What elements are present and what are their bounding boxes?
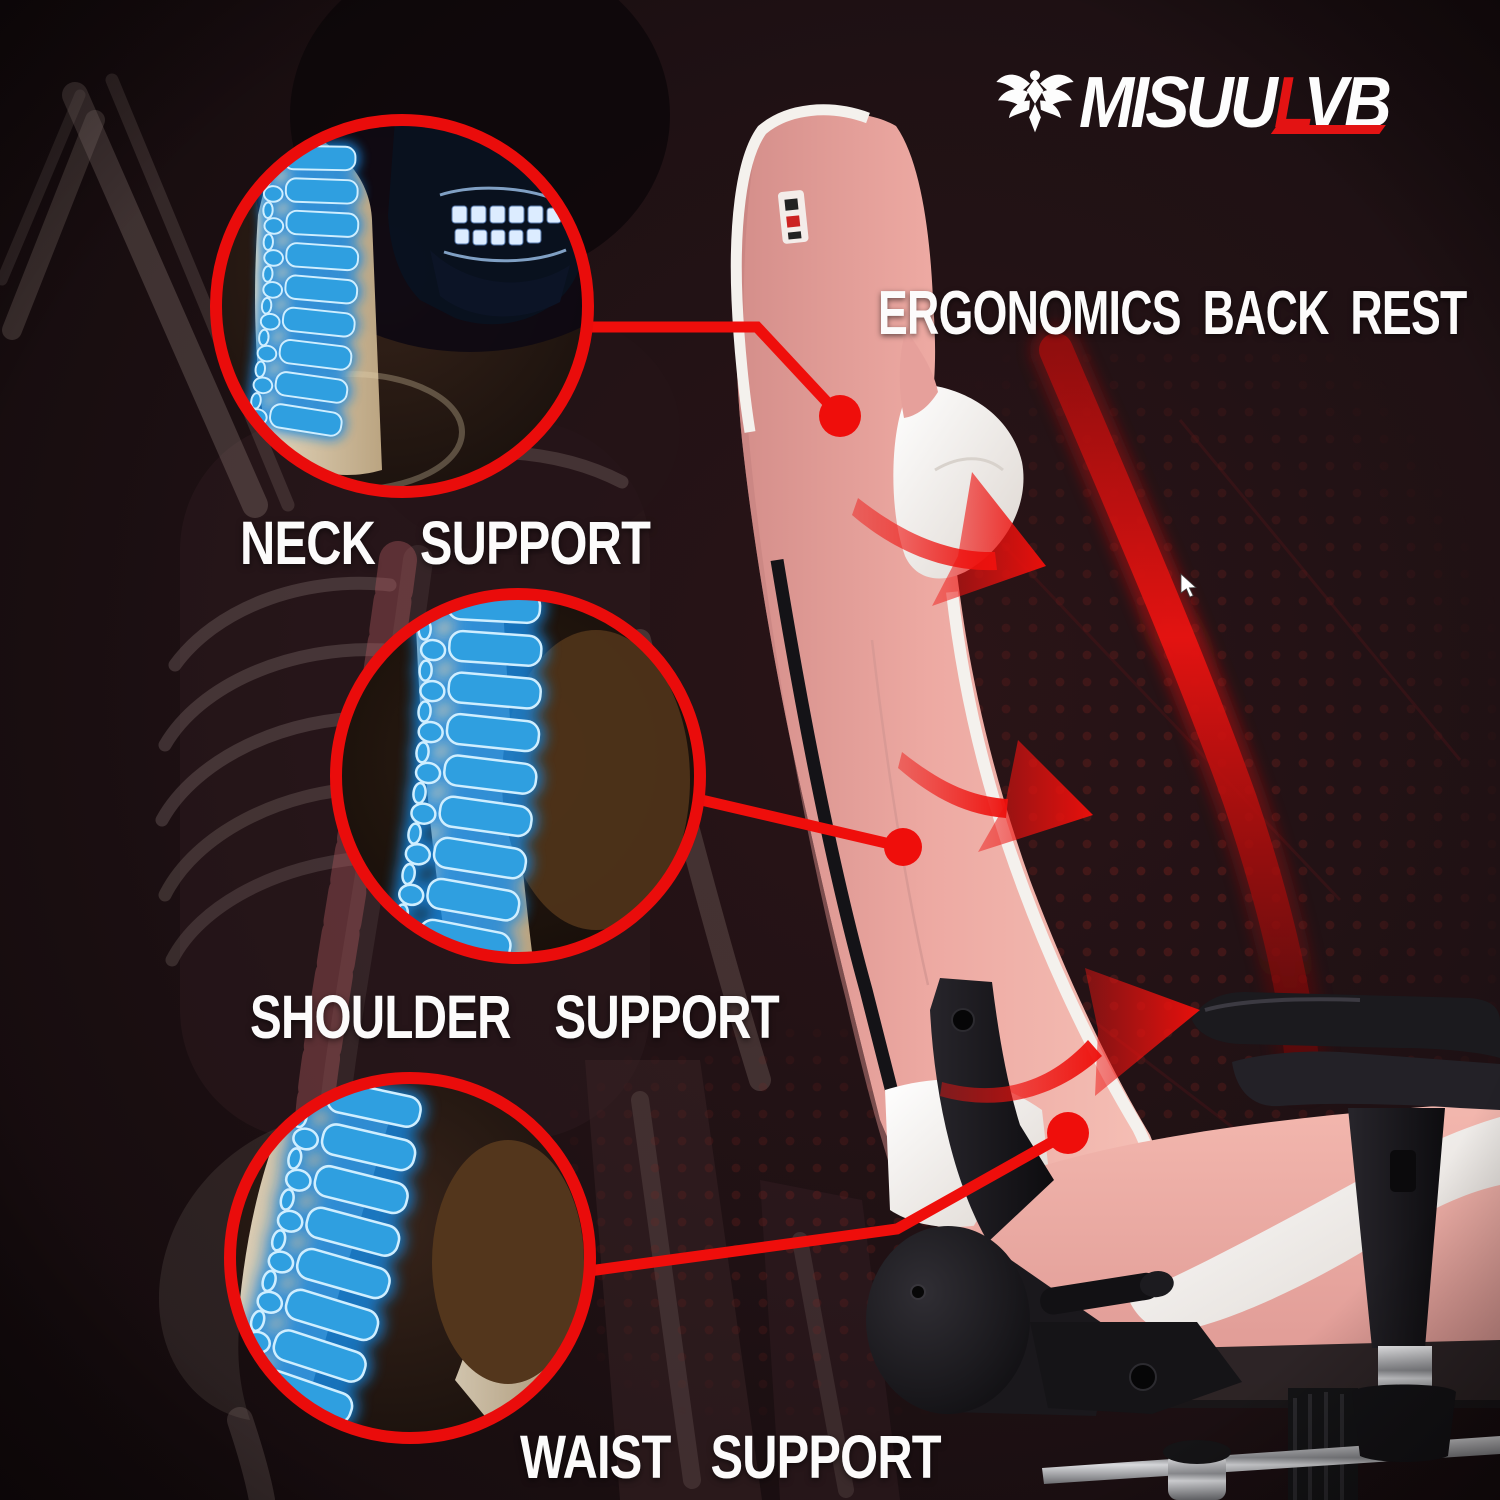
logo-red-underline [1270,125,1386,134]
mouse-cursor-icon [1180,573,1197,598]
brand-name: MISUULVB [1079,60,1392,146]
neck-feature-label: NECK SUPPORT [240,509,651,577]
shoulder-feature-label: SHOULDER SUPPORT [250,983,780,1051]
eagle-emblem-icon [996,70,1074,133]
brand-logo: MISUULVB [993,60,1415,146]
backrest-feature-label: ERGONOMICS BACK REST [878,279,1467,348]
waist-feature-label: WAIST SUPPORT [520,1423,942,1491]
brand-name-part1: MISUU [1079,63,1278,143]
